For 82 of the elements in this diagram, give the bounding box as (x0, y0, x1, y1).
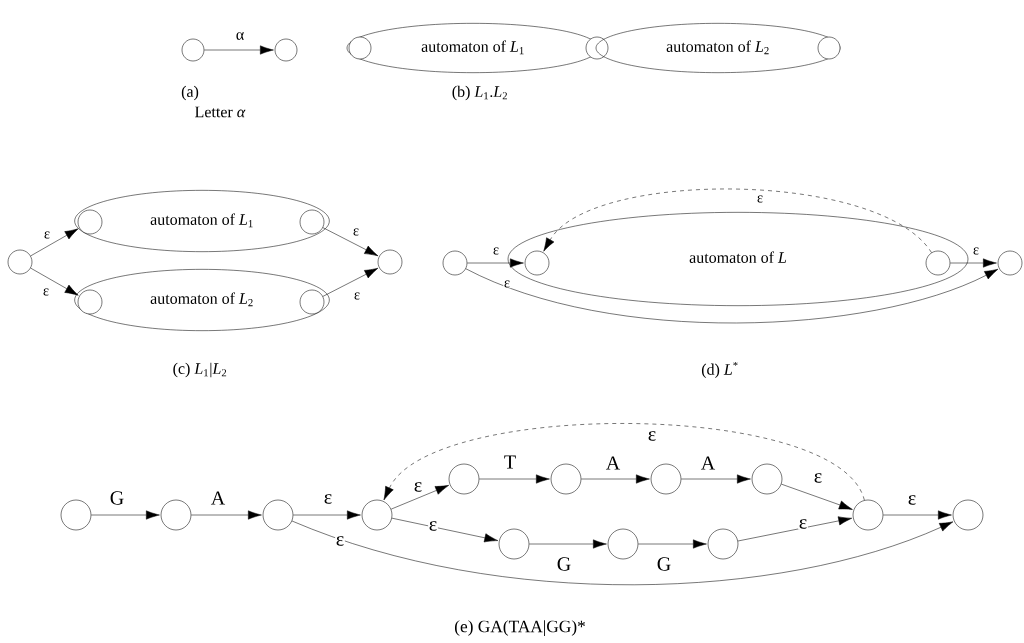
arrow (737, 516, 853, 542)
state-circle (77, 289, 103, 315)
arrow (479, 474, 550, 484)
arrow (30, 228, 79, 257)
edge-label: ε (503, 279, 511, 289)
edge-label: ε (413, 481, 423, 493)
caption: (c) L$_{1}$|L$_{2}$ (173, 362, 227, 378)
state-circle (274, 38, 298, 62)
state-circle (607, 528, 639, 560)
arrow (390, 485, 449, 510)
arrow (291, 520, 954, 586)
edge-label: ε (907, 494, 917, 506)
caption: (a) (181, 85, 199, 101)
edge-label: ε (798, 518, 808, 530)
edge-label: A (700, 455, 716, 471)
state-circle (817, 36, 841, 60)
state-circle (361, 499, 393, 531)
state-circle (852, 499, 884, 531)
arrow (322, 267, 379, 297)
edge-label: ε (756, 194, 764, 204)
state-circle (707, 528, 739, 560)
arrow (950, 258, 997, 268)
edge-label: ε (42, 287, 50, 297)
edge-label: ε (972, 246, 980, 256)
state-circle (442, 250, 468, 276)
state-circle (77, 209, 103, 235)
edge-label: ε (428, 520, 438, 532)
arrow (543, 188, 932, 253)
arrow (383, 423, 865, 501)
state-circle (498, 528, 530, 560)
caption: (e) GA(TAA|GG)* (455, 620, 585, 636)
state-circle (925, 250, 951, 276)
arrow (191, 510, 262, 520)
state-circle (524, 250, 550, 276)
edge-label: A (210, 490, 226, 506)
arrow (681, 474, 751, 484)
arrow (883, 510, 952, 520)
arrow (581, 474, 650, 484)
arrow (465, 268, 999, 324)
arrow (322, 227, 379, 257)
arrow (391, 517, 499, 543)
state-circle (348, 36, 372, 60)
edge-label: G (656, 556, 672, 572)
state-circle (448, 463, 480, 495)
caption: Letter α (195, 106, 246, 118)
edge-label: ε (323, 493, 333, 505)
edge-label: T (503, 454, 517, 470)
edge-label: α (235, 31, 245, 41)
edge-label: ε (813, 472, 823, 484)
arrow (204, 45, 274, 55)
state-circle (299, 209, 325, 235)
edge-label: ε (335, 535, 345, 547)
state-circle (751, 463, 783, 495)
arrow (467, 258, 524, 268)
state-circle (160, 499, 192, 531)
state-circle (60, 499, 92, 531)
edge-label: ε (352, 227, 360, 237)
state-circle (550, 463, 582, 495)
arrow (30, 267, 79, 296)
state-circle (650, 463, 682, 495)
edge-label: ε (353, 291, 361, 301)
state-circle (952, 499, 984, 531)
state-circle (262, 499, 294, 531)
arrow (781, 483, 853, 510)
edge-label: ε (43, 230, 51, 240)
arrow (638, 539, 707, 549)
arrow (293, 510, 361, 520)
edge-label: G (556, 556, 572, 572)
state-circle (7, 249, 33, 275)
state-circle (585, 36, 609, 60)
caption: (b) L$_{1}$.L$_{2}$ (452, 85, 507, 101)
state-circle (377, 249, 403, 275)
edge-label: ε (492, 246, 500, 256)
edge-label: A (605, 455, 621, 471)
edge-label: G (109, 490, 125, 506)
caption: (d) L$^{*}$ (701, 361, 738, 379)
edge-label: ε (647, 430, 657, 442)
state-circle (997, 250, 1023, 276)
arrow (529, 539, 607, 549)
state-circle (181, 38, 205, 62)
state-circle (299, 289, 325, 315)
arrow (91, 510, 160, 520)
